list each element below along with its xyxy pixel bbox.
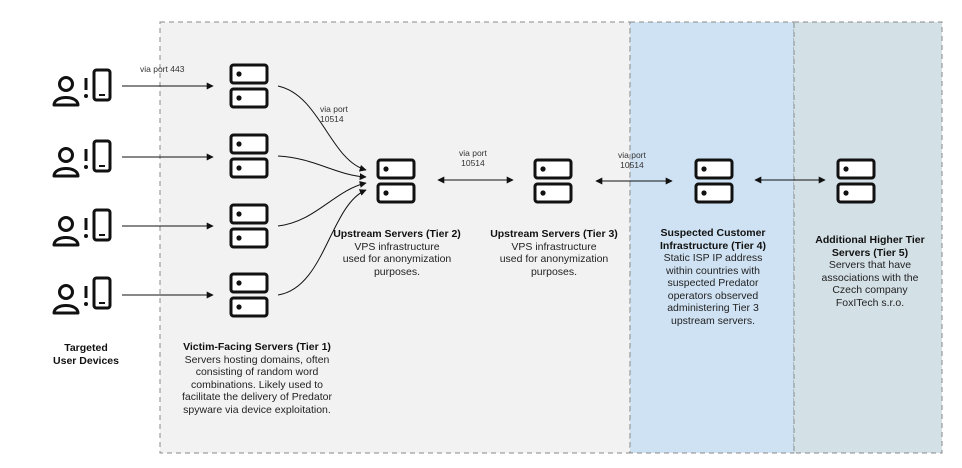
t2-t3-port-label-line2: 10514 — [461, 158, 485, 168]
tier3-desc-line2: used for anonymization — [499, 253, 609, 265]
port-443-label: via port 443 — [140, 64, 185, 74]
tier1-title: Victim-Facing Servers (Tier 1) — [183, 341, 331, 353]
person-phone-icon-3 — [52, 208, 112, 247]
tier5-desc-line2: associations with the — [821, 271, 919, 284]
tier3-title: Upstream Servers (Tier 3) — [490, 228, 618, 240]
tier1-to-tier2-arrow-2 — [277, 155, 367, 181]
tier1-to-tier2-arrow-4 — [277, 189, 367, 296]
tier4-desc-line1: Static ISP IP address — [663, 252, 763, 264]
tier1-desc-line4: facilitate the delivery of Predator — [182, 391, 332, 403]
tier3-desc-line1: VPS infrastructure — [511, 240, 597, 253]
tier4-desc-line2: within countries with — [666, 264, 760, 277]
tier4-title-line1: Suspected Customer — [660, 227, 766, 239]
targeted-devices-label-line2: User Devices — [53, 354, 119, 367]
tier2-desc-line2: used for anonymization — [342, 253, 452, 265]
tier5-caption: Additional Higher Tier Servers (Tier 5) … — [800, 234, 940, 309]
tier1-desc-line3: combinations. Likely used to — [191, 378, 323, 391]
person-phone-icon-1 — [52, 68, 112, 107]
tier2-caption: Upstream Servers (Tier 2) VPS infrastruc… — [322, 228, 472, 278]
tier1-to-tier2-arrow-3 — [277, 180, 367, 227]
tier5-title-line1: Additional Higher Tier — [815, 234, 925, 246]
targeted-devices-caption: Targeted User Devices — [36, 342, 136, 367]
t1-t2-port-label: via port 10514 — [320, 104, 348, 124]
targeted-devices-label-line1: Targeted — [64, 342, 108, 354]
tier5-title-line2: Servers (Tier 5) — [831, 246, 909, 259]
tier3-desc-line3: purposes. — [530, 265, 578, 278]
tier5-desc-line4: FoxITech s.r.o. — [835, 296, 905, 309]
tier1-desc-line5: spyware via device exploitation. — [183, 403, 331, 416]
tier2-desc-line1: VPS infrastructure — [354, 240, 440, 253]
tier4-region — [629, 21, 795, 454]
tier2-desc-line3: purposes. — [373, 265, 421, 278]
tier1-to-tier2-arrow-1 — [277, 85, 367, 172]
tier4-desc-line5: administering Tier 3 — [667, 302, 759, 314]
tier4-desc-line6: upstream servers. — [670, 314, 756, 327]
t2-t3-port-label-line1: via port — [459, 148, 487, 158]
tier4-title-line2: Infrastructure (Tier 4) — [660, 239, 766, 252]
t1-t2-port-label-line2: 10514 — [320, 114, 344, 124]
t1-t2-port-label-line1: via port — [320, 104, 348, 114]
tier5-region — [793, 21, 943, 454]
tier2-title: Upstream Servers (Tier 2) — [333, 228, 461, 240]
t2-t3-port-label: via port 10514 — [459, 148, 487, 168]
tier4-desc-line4: operators observed — [667, 289, 759, 302]
tier5-desc-line1: Servers that have — [828, 259, 912, 271]
t3-t4-port-label: via port 10514 — [618, 150, 646, 170]
tier4-caption: Suspected Customer Infrastructure (Tier … — [640, 227, 786, 327]
person-phone-icon-4 — [52, 276, 112, 315]
tier1-desc-line1: Servers hosting domains, often — [184, 353, 330, 366]
tier3-caption: Upstream Servers (Tier 3) VPS infrastruc… — [479, 228, 629, 278]
t3-t4-port-label-line2: 10514 — [620, 160, 644, 170]
tier5-desc-line3: Czech company — [832, 284, 908, 296]
person-phone-icon-2 — [52, 139, 112, 178]
tier1-desc-line2: consisting of random word — [195, 366, 319, 378]
tier1-caption: Victim-Facing Servers (Tier 1) Servers h… — [157, 341, 357, 416]
t3-t4-port-label-line1: via port — [618, 150, 646, 160]
tier4-desc-line3: suspected Predator — [667, 277, 759, 289]
